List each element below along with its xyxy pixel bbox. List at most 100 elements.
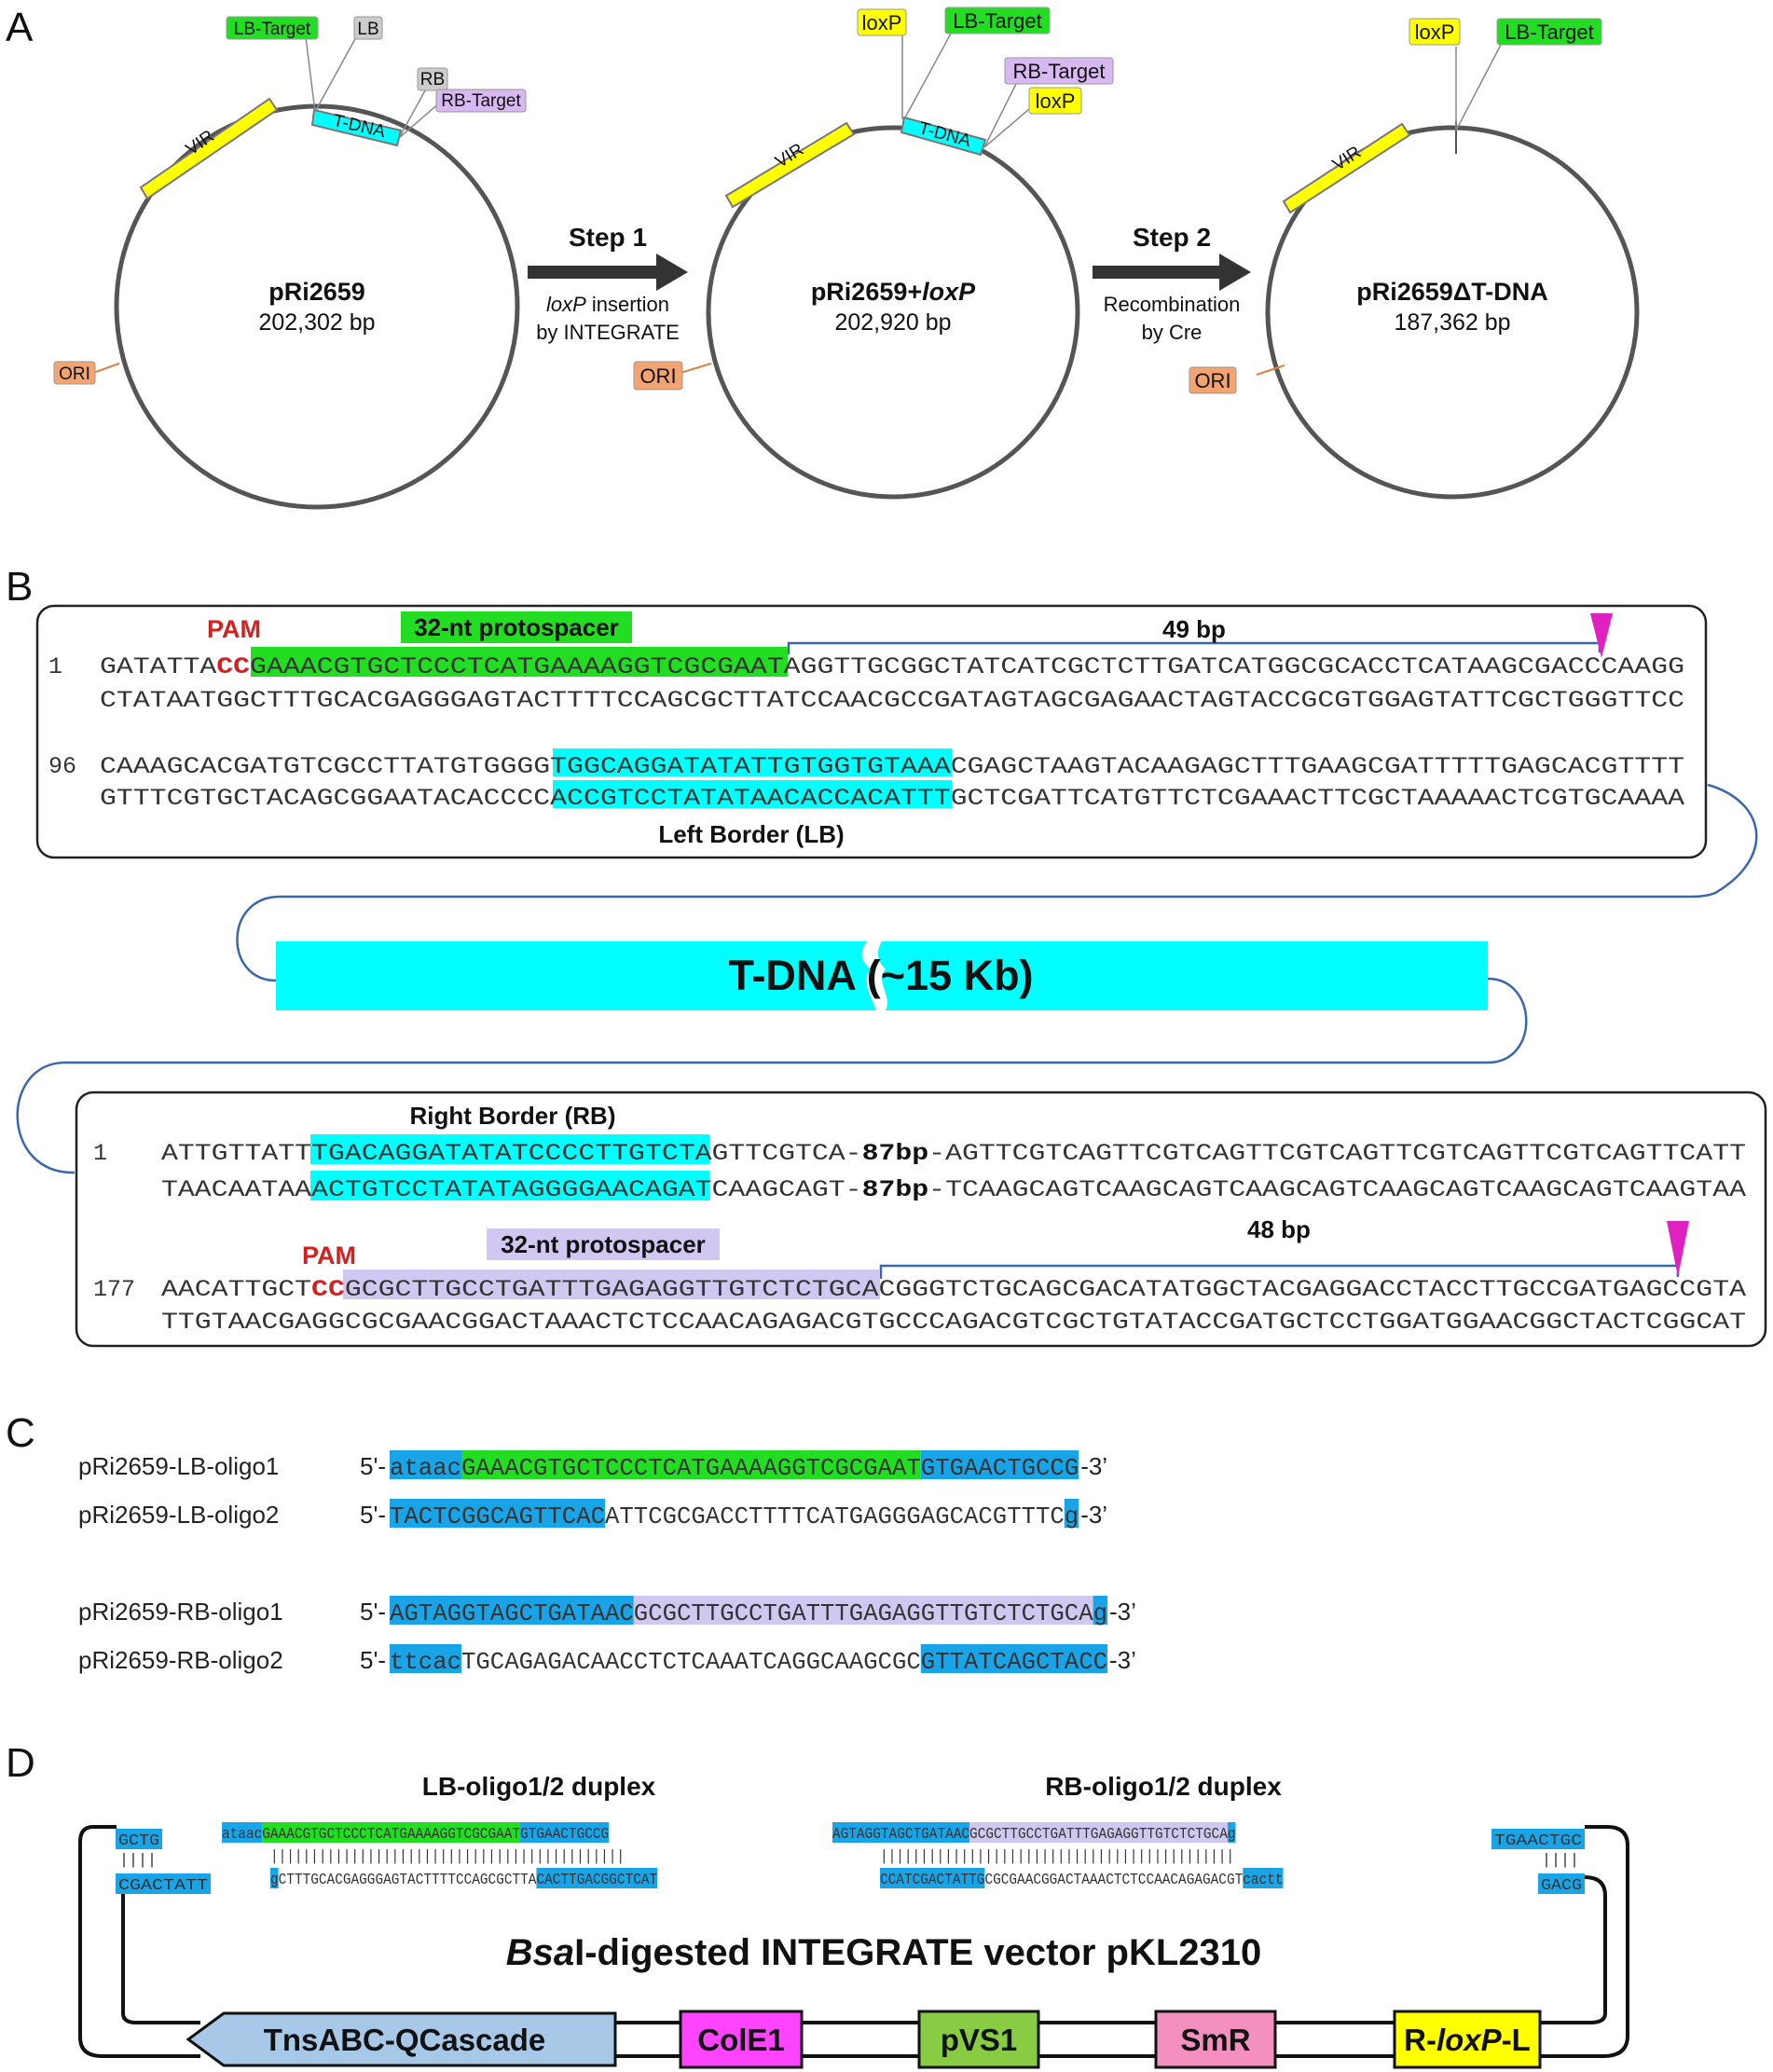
lb-duplex-title: LB-oligo1/2 duplex [422, 1772, 656, 1801]
svg-text:177: 177 [93, 1276, 135, 1303]
rb-duplex-bottom-highlight-0 [880, 1868, 985, 1888]
svg-text:ORI: ORI [639, 364, 676, 388]
svg-text:Step 1: Step 1 [569, 223, 647, 252]
lb-protospacer-highlight [251, 647, 788, 677]
plasmid-2-size: 202,920 bp [834, 309, 951, 336]
module-pvs1 [917, 2010, 1040, 2069]
oligo-2-segment-0: TACTCGGCAGTTCAC [390, 1503, 605, 1530]
lb-duplex-top-segment-1: GAAACGTGCTCCCTCATGAAAAGGTCGCGAAT [262, 1826, 520, 1844]
lb-pam-label: PAM [207, 615, 261, 643]
rb-duplex-bottom-highlight-2 [1243, 1868, 1284, 1888]
svg-text:GCTG: GCTG [118, 1832, 159, 1850]
rb-duplex-pairs: ||||||||||||||||||||||||||||||||||||||||… [880, 1848, 1234, 1866]
svg-text:loxP: loxP [1415, 21, 1455, 44]
svg-text:32-nt protospacer: 32-nt protospacer [414, 613, 619, 641]
left-border-label: Left Border (LB) [658, 820, 844, 848]
svg-text:TnsABC-QCascade: TnsABC-QCascade [264, 2023, 546, 2057]
svg-text:1: 1 [93, 1140, 107, 1167]
rb-border-highlight-top [310, 1134, 709, 1164]
lb-border-highlight-bottom [553, 780, 952, 808]
svg-text:LB-Target: LB-Target [953, 9, 1041, 33]
oligo-1-highlight-0 [390, 1450, 461, 1479]
rb-duplex-bottom-segment-1: CGCGAACGGACTAAACTCTCCAACAGAGACGT [984, 1872, 1243, 1889]
oligo-1-segment-1: GAAACGTGCTCCCTCATGAAAAGGTCGCGAAT [461, 1455, 921, 1482]
rb-border-highlight-bottom [310, 1171, 709, 1201]
vector-inner-left [121, 1885, 200, 2024]
oligo-2-highlight-0 [390, 1499, 605, 1528]
plasmid-3-backbone [1265, 125, 1640, 500]
lb-duplex-top-highlight-2 [520, 1822, 610, 1843]
plasmid-2: VIR T-DNA loxP LB-Target RB-Target loxP … [633, 7, 1114, 500]
plasmid-2-name: pRi2659+loxP [811, 278, 976, 306]
rb-duplex-bottom-segment-2: cactt [1243, 1872, 1283, 1889]
rb-protospacer-highlight [343, 1269, 880, 1299]
module-tnsabc-qcascade [186, 2011, 617, 2067]
step-2-arrow [1093, 254, 1251, 291]
svg-text:loxP insertion: loxP insertion [546, 293, 669, 316]
oligo-2-segment-2: g [1065, 1503, 1079, 1530]
oligo-3-segment-0: AGTAGGTAGCTGATAAC [390, 1600, 634, 1627]
rb-duplex-title: RB-oligo1/2 duplex [1045, 1772, 1282, 1801]
oligo-4-highlight-2 [920, 1644, 1107, 1673]
plasmid-1-vir [139, 97, 279, 200]
lb-duplex-pairs: ||||||||||||||||||||||||||||||||||||||||… [270, 1848, 625, 1866]
plasmid-3-vir [1282, 122, 1411, 214]
plasmid-1-backbone [114, 103, 520, 510]
oligo-2-highlight-2 [1064, 1499, 1079, 1528]
right-border-label: Right Border (RB) [410, 1102, 616, 1130]
oligo-3-highlight-1 [633, 1596, 1093, 1625]
plasmid-1-lb [353, 16, 383, 40]
oligo-3prime-2: -3’ [1080, 1501, 1107, 1529]
module-smr [1154, 2010, 1277, 2069]
rb-pam-label: PAM [302, 1242, 356, 1269]
svg-text:32-nt protospacer: 32-nt protospacer [501, 1230, 706, 1258]
lb-duplex-top-segment-2: GTGAACTGCCG [520, 1826, 609, 1844]
rb-duplex-top-segment-0: AGTAGGTAGCTGATAAC [832, 1826, 969, 1844]
oligo-4-segment-0: ttcac [390, 1649, 461, 1676]
rb-protospacer-tag [487, 1228, 720, 1260]
rb-seq-line-4: TTGTAACGAGGCGCGAACGGACTAAACTCTCCAACAGAGA… [161, 1309, 1746, 1336]
lb-duplex-top-highlight-0 [222, 1822, 263, 1843]
oligo-3prime-4: -3’ [1109, 1646, 1136, 1674]
plasmid-3-lb-target [1496, 18, 1602, 46]
rb-duplex-bottom-segment-0: CCATCGACTATTG [880, 1872, 984, 1889]
module-cole1 [679, 2010, 804, 2069]
svg-text:pVS1: pVS1 [941, 2023, 1018, 2057]
oligo-1-segment-2: GTGAACTGCCG [921, 1455, 1079, 1482]
svg-text:||||: |||| [1542, 1852, 1579, 1870]
oligo-3-segment-2: g [1093, 1600, 1107, 1627]
lb-duplex-bottom-segment-1: CTTTGCACGAGGGAGTACTTTTCCAGCGCTTA [279, 1872, 537, 1889]
lb-border-highlight-top [553, 748, 952, 776]
svg-text:by INTEGRATE: by INTEGRATE [536, 321, 680, 344]
svg-text:1: 1 [48, 653, 62, 680]
svg-text:LB-Target: LB-Target [1505, 21, 1593, 44]
svg-text:LB-Target: LB-Target [234, 20, 311, 39]
oligo-3-highlight-2 [1093, 1596, 1107, 1625]
svg-text:96: 96 [48, 753, 76, 780]
oligo-4-highlight-0 [390, 1644, 461, 1673]
connector-tdna-rb [16, 977, 1528, 1174]
lb-sequence-box [35, 604, 1708, 859]
svg-text:RB-Target: RB-Target [1012, 60, 1105, 83]
rb-duplex-top-highlight-2 [1227, 1822, 1236, 1843]
vector-right-top-end [1491, 1829, 1585, 1849]
oligo-name-2: pRi2659-LB-oligo2 [78, 1501, 279, 1529]
oligo-3prime-1: -3’ [1080, 1452, 1107, 1480]
svg-text:GACG: GACG [1541, 1877, 1582, 1895]
lb-protospacer-tag [401, 611, 632, 643]
connector-lb-tdna [236, 783, 1758, 982]
panel-label-c: C [6, 1410, 35, 1456]
lb-duplex-bottom-segment-2: CACTTGACGGCTCAT [536, 1872, 657, 1889]
tdna-band-right [877, 941, 1488, 1010]
step-2: Step 2 Recombination by Cre [1093, 223, 1251, 344]
rb-duplex-top-segment-2: g [1228, 1826, 1236, 1844]
svg-text:Step 2: Step 2 [1133, 223, 1211, 252]
oligo-3-segment-1: GCGCTTGCCTGATTTGAGAGGTTGTCTCTGCA [634, 1600, 1093, 1627]
plasmid-2-tdna-label: T-DNA [916, 118, 973, 151]
vector-outer-left [78, 1825, 200, 2058]
